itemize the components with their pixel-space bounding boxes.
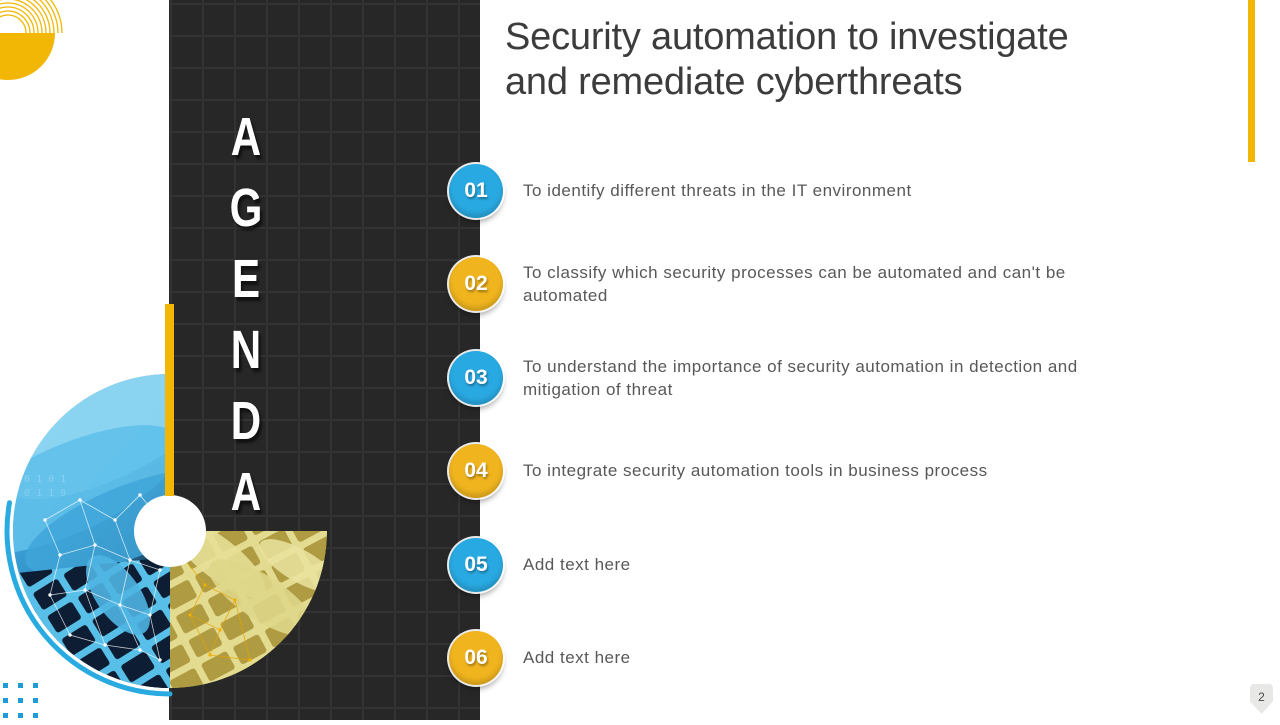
agenda-item-text[interactable]: To understand the importance of security… [523,356,1078,400]
agenda-item-row[interactable]: 02 To classify which security processes … [449,255,1153,313]
agenda-item-number-badge[interactable]: 04 [449,444,503,498]
quarter-rings-icon [0,0,63,80]
agenda-item-text[interactable]: To identify different threats in the IT … [523,181,912,201]
agenda-letter: A [230,462,262,522]
svg-text:1 0 1 1 0: 1 0 1 1 0 [12,488,66,499]
agenda-item-text[interactable]: To integrate security automation tools i… [523,461,988,481]
agenda-letter: E [231,249,261,309]
agenda-letter: A [230,107,262,167]
svg-text:0 0 1 0 1: 0 0 1 0 1 [12,474,66,485]
agenda-letter: N [230,320,262,380]
agenda-item-number-badge[interactable]: 01 [449,164,503,218]
page-number-badge: 2 [1250,684,1273,714]
agenda-item-row[interactable]: 03 To understand the importance of secur… [449,349,1078,407]
agenda-letter: D [230,391,262,451]
agenda-item-text[interactable]: Add text here [523,555,631,575]
corner-rings-decoration [0,0,120,97]
agenda-item-text[interactable]: To classify which security processes can… [523,262,1066,306]
cyber-keyboard-image-svg: 0 0 1 0 1 1 0 1 1 0 [4,374,327,697]
agenda-letter: G [229,178,263,238]
agenda-item-row[interactable]: 05 Add text here [449,536,631,594]
agenda-item-row[interactable]: 01 To identify different threats in the … [449,162,912,220]
yellow-accent-bar-right [1248,0,1255,162]
dots-decoration [3,683,38,718]
agenda-item-row[interactable]: 04 To integrate security automation tool… [449,442,988,500]
agenda-vertical-label: A G E N D A [213,102,279,528]
page-number: 2 [1258,690,1265,704]
agenda-item-text[interactable]: Add text here [523,648,631,668]
agenda-item-number-badge[interactable]: 06 [449,631,503,685]
agenda-item-row[interactable]: 06 Add text here [449,629,631,687]
yellow-accent-bar-left [165,304,174,496]
slide-title[interactable]: Security automation to investigate and r… [505,16,1069,103]
agenda-item-number-badge[interactable]: 05 [449,538,503,592]
agenda-item-number-badge[interactable]: 02 [449,257,503,311]
cyber-keyboard-image: 0 0 1 0 1 1 0 1 1 0 [0,370,340,725]
agenda-item-number-badge[interactable]: 03 [449,351,503,405]
